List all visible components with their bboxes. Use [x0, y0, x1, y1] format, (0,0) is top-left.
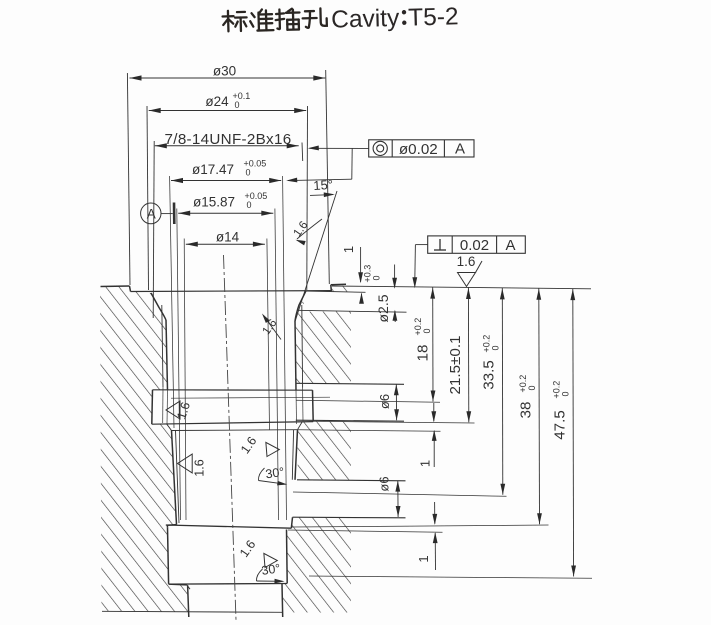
svg-text:0: 0 — [491, 345, 501, 350]
svg-text:+0.2: +0.2 — [413, 318, 423, 336]
svg-text:1: 1 — [341, 246, 356, 253]
svg-text:0.02: 0.02 — [460, 237, 489, 254]
svg-text:+0.05: +0.05 — [245, 191, 268, 201]
svg-text:0: 0 — [422, 328, 432, 333]
svg-text:30°: 30° — [265, 465, 286, 481]
svg-text:0: 0 — [561, 391, 571, 396]
svg-text:1.6: 1.6 — [457, 254, 476, 269]
svg-text:+0.2: +0.2 — [482, 335, 492, 353]
svg-text:1: 1 — [418, 460, 433, 467]
svg-text:ø30: ø30 — [213, 64, 236, 79]
svg-text:A: A — [455, 141, 465, 158]
svg-text:A: A — [147, 206, 156, 221]
svg-text:0: 0 — [247, 200, 252, 210]
svg-text:21.5±0.1: 21.5±0.1 — [447, 335, 464, 394]
svg-text:0: 0 — [527, 385, 537, 390]
svg-text:Cavity: Cavity — [331, 5, 401, 34]
svg-text:ø17.47: ø17.47 — [192, 162, 234, 177]
svg-text:1.6: 1.6 — [193, 459, 207, 476]
svg-text:7/8-14UNF-2Bx16: 7/8-14UNF-2Bx16 — [165, 131, 292, 148]
svg-text:1.6: 1.6 — [174, 400, 193, 421]
svg-text:T5-2: T5-2 — [408, 3, 459, 31]
svg-text:ø24: ø24 — [205, 94, 229, 109]
svg-text:38: 38 — [518, 402, 535, 419]
svg-text:0: 0 — [372, 275, 382, 280]
svg-text:1: 1 — [416, 555, 431, 562]
svg-text:ø14: ø14 — [216, 230, 240, 245]
svg-text:0: 0 — [246, 168, 251, 178]
svg-text:+0.3: +0.3 — [363, 265, 373, 283]
svg-text:47.5: 47.5 — [552, 410, 569, 440]
svg-text:15°: 15° — [313, 177, 334, 193]
svg-text:ø15.87: ø15.87 — [193, 195, 235, 210]
svg-text:18: 18 — [415, 345, 432, 362]
svg-text:ø2.5: ø2.5 — [375, 294, 391, 322]
svg-text:A: A — [505, 237, 515, 254]
svg-text:ø0.02: ø0.02 — [399, 141, 438, 158]
svg-text:+0.05: +0.05 — [244, 159, 267, 169]
svg-text:33.5: 33.5 — [481, 360, 498, 390]
svg-text:+0.1: +0.1 — [233, 91, 251, 101]
svg-text:+0.2: +0.2 — [552, 381, 562, 399]
svg-text:+0.2: +0.2 — [518, 375, 528, 393]
svg-text:ø6: ø6 — [377, 476, 392, 491]
svg-text:30°: 30° — [261, 561, 282, 577]
svg-text:0: 0 — [235, 100, 240, 110]
